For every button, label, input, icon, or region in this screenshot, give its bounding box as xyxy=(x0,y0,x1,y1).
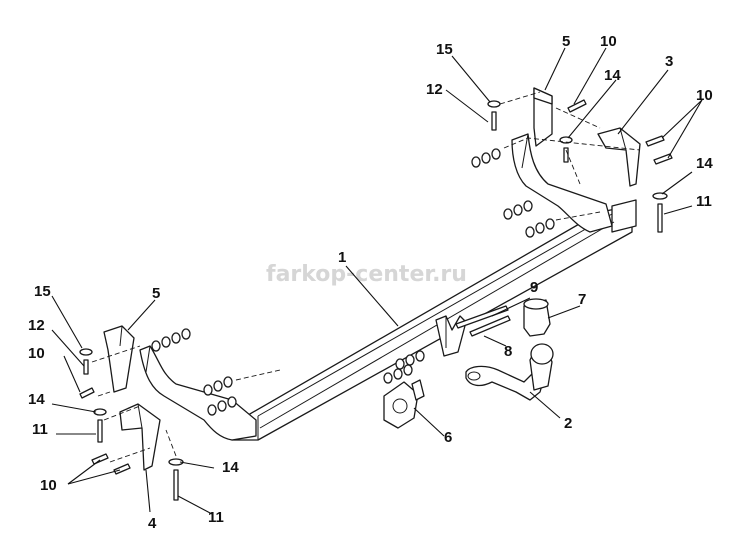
callout-11-right: 11 xyxy=(696,193,712,210)
washers-and-vertical-bolts xyxy=(79,100,668,501)
main-crossbar xyxy=(231,199,637,441)
callout-14-bottom: 14 xyxy=(222,459,239,476)
callout-12-right: 12 xyxy=(426,81,443,98)
callout-leaders xyxy=(51,47,703,515)
callout-labels: 1 2 3 4 5 5 6 7 8 9 10 10 10 10 11 11 11… xyxy=(28,33,713,532)
nut-stack-right-mid xyxy=(503,200,555,238)
callout-2: 2 xyxy=(564,415,572,432)
callout-14-left: 14 xyxy=(28,391,45,408)
bracket-5-right xyxy=(533,87,553,147)
callout-10-right: 10 xyxy=(696,87,713,104)
callout-14-top: 14 xyxy=(604,67,621,84)
bracket-4 xyxy=(119,403,161,471)
callout-4: 4 xyxy=(148,515,157,532)
nut-stack-center xyxy=(383,350,425,384)
left-side-plate xyxy=(139,345,257,441)
callout-5-right: 5 xyxy=(562,33,570,50)
watermark-text: farkop-center.ru xyxy=(266,262,467,287)
callout-6: 6 xyxy=(444,429,452,446)
callout-7: 7 xyxy=(578,291,586,308)
callout-3: 3 xyxy=(665,53,673,70)
assembly-lines xyxy=(91,91,641,463)
callout-8: 8 xyxy=(504,343,512,360)
ball-cover-7 xyxy=(523,298,551,337)
callout-10-bottom: 10 xyxy=(40,477,57,494)
callout-11-left: 11 xyxy=(32,421,48,438)
callout-12-left: 12 xyxy=(28,317,45,334)
tow-ball-neck-2 xyxy=(465,343,554,401)
callout-10-left: 10 xyxy=(28,345,45,362)
callout-9: 9 xyxy=(530,279,538,296)
callout-11-bottom: 11 xyxy=(208,509,224,526)
socket-plate-6 xyxy=(383,379,425,429)
callout-15-left: 15 xyxy=(34,283,51,300)
bracket-5-left xyxy=(103,325,135,393)
callout-10-top: 10 xyxy=(600,33,617,50)
callout-15-right: 15 xyxy=(436,41,453,58)
nut-stack-left-mid xyxy=(203,376,237,416)
bolts-10 xyxy=(79,99,673,475)
bracket-3 xyxy=(597,127,641,187)
callout-1: 1 xyxy=(338,249,346,266)
nut-stack-left-upper xyxy=(151,328,191,352)
callout-5-left: 5 xyxy=(152,285,160,302)
nut-stack-right-upper xyxy=(471,148,501,168)
long-bolts-8-9 xyxy=(455,305,511,337)
callout-14-right: 14 xyxy=(696,155,713,172)
right-side-plate xyxy=(511,133,613,233)
